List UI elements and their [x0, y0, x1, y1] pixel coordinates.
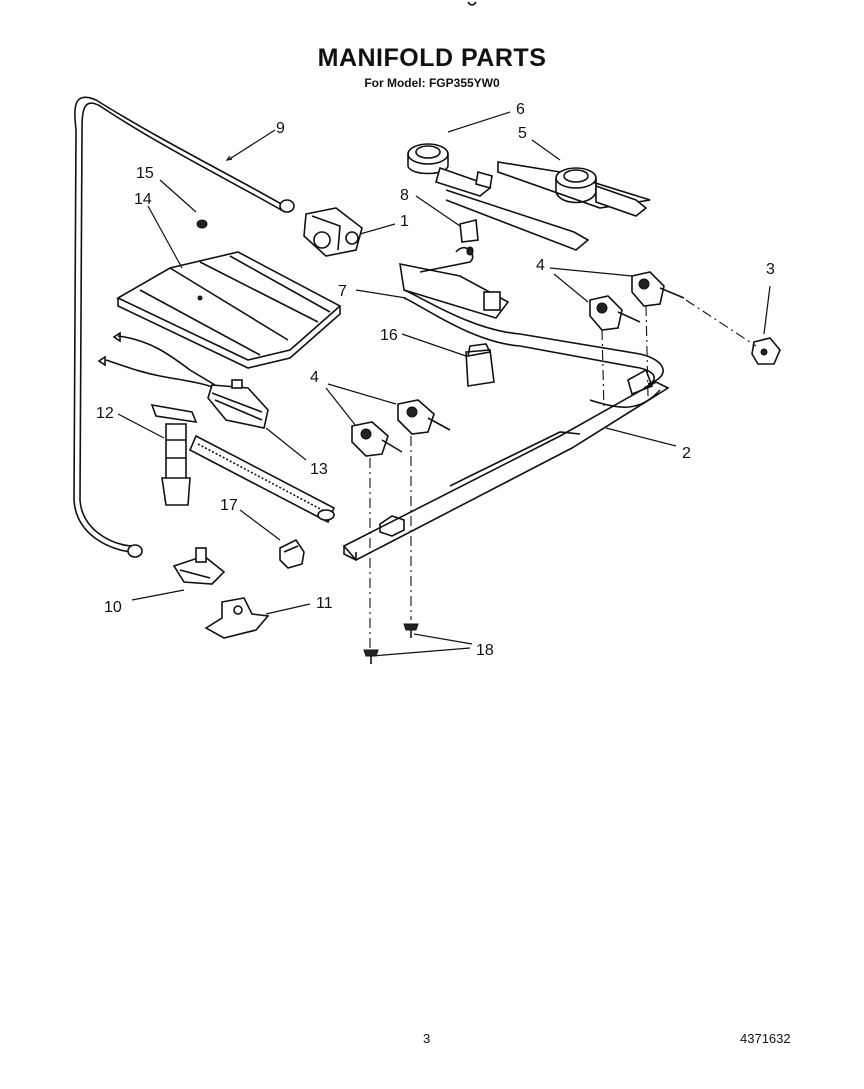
callout-9: 9 [276, 120, 285, 137]
callout-3: 3 [766, 261, 775, 278]
alignment-lines [369, 299, 757, 648]
callout-labels: 9 1 8 6 5 7 16 4 3 2 4 12 13 15 14 17 10… [96, 101, 775, 659]
callout-11: 11 [316, 595, 333, 612]
wire-assembly [97, 331, 216, 389]
part-16-switch [465, 343, 495, 387]
callout-18: 18 [476, 642, 494, 659]
part-13-igniter [207, 379, 269, 429]
part-18-screws [363, 623, 419, 664]
part-5-burner [497, 161, 651, 217]
callout-2: 2 [682, 445, 691, 462]
callout-4-lower: 4 [310, 369, 319, 386]
callout-8: 8 [400, 187, 409, 204]
part-4-valves-lower [351, 399, 451, 457]
callout-13: 13 [310, 461, 328, 478]
part-4-valves-upper [589, 271, 685, 331]
callout-6: 6 [516, 101, 525, 118]
page-number: 3 [423, 1031, 431, 1046]
top-mark [467, 1, 477, 6]
leader-lines [117, 111, 771, 657]
part-6-burner [407, 143, 590, 251]
part-14-heat-shield [116, 251, 342, 369]
model-subtitle: For Model: FGP355YW0 [364, 76, 500, 90]
callout-5: 5 [518, 125, 527, 142]
part-17-clip [279, 538, 305, 569]
part-3-fitting [751, 337, 781, 365]
part-1-regulator [303, 207, 363, 257]
part-10-bracket [172, 547, 226, 585]
callout-1: 1 [400, 213, 409, 230]
callout-10: 10 [104, 599, 122, 616]
callout-4-upper: 4 [536, 257, 545, 274]
callout-7: 7 [338, 283, 347, 300]
part-2-manifold-rail [342, 368, 670, 562]
callout-14: 14 [134, 191, 152, 208]
callout-12: 12 [96, 405, 114, 422]
callout-16: 16 [380, 327, 398, 344]
part-11-clamp [204, 597, 270, 639]
part-9-tube [73, 96, 295, 558]
part-12-pipe [150, 403, 336, 524]
page-title: MANIFOLD PARTS [317, 44, 547, 72]
callout-15: 15 [136, 165, 154, 182]
part-7-manifold-tube [399, 246, 664, 389]
document-number: 4371632 [740, 1031, 791, 1046]
callout-17: 17 [220, 497, 238, 514]
part-15-nut [196, 219, 208, 229]
